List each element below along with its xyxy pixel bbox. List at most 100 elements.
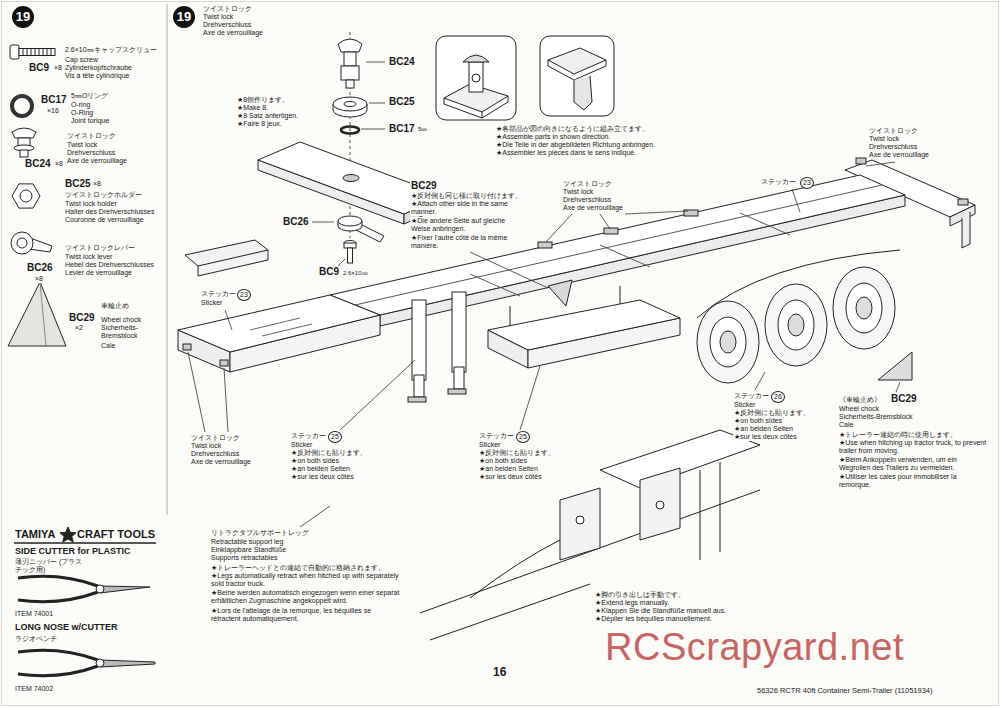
note-text: Twist lock bbox=[868, 135, 900, 143]
tool-illustration bbox=[100, 586, 150, 593]
note-text: ×8 bbox=[92, 180, 102, 188]
leader-line bbox=[546, 214, 572, 242]
part-icon bbox=[10, 45, 19, 59]
note-text: ★an beiden Seiten bbox=[478, 465, 539, 473]
note-text: ×8 bbox=[54, 160, 64, 168]
part-code: TAMIYA bbox=[14, 528, 56, 541]
note-text: ×8 bbox=[53, 64, 63, 72]
note-text: ★反対側にも貼ります。 bbox=[478, 449, 556, 457]
trailer-chassis bbox=[878, 352, 912, 380]
exploded-assembly bbox=[341, 127, 359, 134]
tool-illustration bbox=[96, 585, 104, 593]
tool-illustration bbox=[18, 650, 98, 660]
sticker-number: 25 bbox=[328, 431, 342, 443]
trailer-chassis bbox=[548, 280, 572, 306]
wheel bbox=[720, 331, 736, 353]
trailer-chassis bbox=[178, 158, 975, 402]
part-icon bbox=[40, 282, 46, 346]
exploded-assembly bbox=[312, 62, 385, 266]
note-text: 5㎜Oリング bbox=[70, 92, 109, 100]
exploded-assembly bbox=[344, 243, 356, 248]
note-text: 2.6×10㎜キャップスクリュー bbox=[64, 46, 158, 54]
leader-line bbox=[520, 366, 540, 430]
part-icon bbox=[17, 238, 27, 248]
note-text: ★脚の引き出しは手動です。 bbox=[594, 591, 686, 599]
note-text: ★sur les deux côtés bbox=[478, 473, 543, 481]
note-text: ★反対側も同じ様に取り付けます。 bbox=[410, 192, 523, 200]
note-text: ★トレーラーヘッドとの連結で自動的に格納されます。 bbox=[210, 564, 386, 572]
note-text: ★反対側にも貼ります。 bbox=[290, 449, 368, 457]
note-text: ★on both sides bbox=[290, 457, 340, 465]
detail-inset bbox=[436, 36, 614, 120]
note-text: Drehverschluss bbox=[190, 450, 240, 458]
part-icon bbox=[23, 49, 51, 56]
wheel bbox=[856, 297, 872, 319]
note-text: O-Ring bbox=[70, 109, 94, 117]
exploded-assembly bbox=[185, 240, 268, 276]
trailer-chassis bbox=[408, 397, 426, 402]
part-icon bbox=[8, 45, 66, 346]
sticker-number: 25 bbox=[516, 431, 530, 443]
note-text: Twist lock lever bbox=[64, 253, 113, 261]
part-code: BC29 bbox=[890, 393, 918, 405]
note-text: Wheel chock bbox=[100, 316, 142, 324]
note-text: ★8 Satz anfertigen. bbox=[236, 112, 299, 120]
exploded-assembly bbox=[343, 175, 359, 182]
part-code: CRAFT TOOLS bbox=[76, 528, 156, 541]
note-text: Retractable support leg bbox=[210, 538, 284, 546]
tool-illustration bbox=[14, 527, 156, 676]
trailer-chassis bbox=[454, 367, 464, 389]
part-code: BC24 bbox=[388, 56, 416, 68]
note-text: ★sur les deux côtés bbox=[290, 473, 355, 481]
note-text: Drehverschluss bbox=[868, 143, 918, 151]
leg-mechanism bbox=[656, 501, 664, 509]
note-text: ステッカー bbox=[478, 432, 515, 440]
trailer-chassis bbox=[958, 199, 968, 205]
note-text: Axe de verrouillage bbox=[66, 157, 128, 165]
note-text: ★Déplier les béquilles manuellement. bbox=[594, 615, 713, 623]
part-icon bbox=[19, 49, 55, 56]
note-text: ツイストロック bbox=[66, 132, 117, 140]
sticker-number: 23 bbox=[237, 289, 251, 301]
note-text: ★Utiliser les cales pour immobiliser la … bbox=[838, 473, 990, 489]
part-code: BC17 bbox=[388, 123, 416, 135]
note-text: Vis à tête cylindrique bbox=[64, 72, 130, 80]
part-code: 16 bbox=[492, 666, 507, 680]
part-icon bbox=[20, 150, 28, 157]
exploded-assembly bbox=[338, 39, 362, 52]
leg-mechanism bbox=[560, 488, 600, 560]
leader-line bbox=[188, 162, 900, 527]
part-icon bbox=[11, 232, 33, 254]
note-text: ツイストロックレバー bbox=[64, 244, 136, 252]
note-text: リトラクタブルサポートレッグ bbox=[210, 529, 310, 537]
leader-line bbox=[792, 189, 800, 212]
part-code: BC26 bbox=[26, 262, 54, 274]
note-text: ★トレーラー連結の時に使用します。 bbox=[838, 431, 958, 439]
note-text: ラジオペンチ bbox=[14, 635, 58, 643]
sticker-number: 26 bbox=[771, 391, 785, 403]
note-text: Sticker bbox=[200, 299, 223, 307]
wheel bbox=[846, 283, 882, 333]
note-text: ツイストロックホルダー bbox=[64, 191, 143, 199]
note-text: ★Die andere Seite auf gleiche Weise anbr… bbox=[410, 217, 524, 233]
leader-line bbox=[755, 372, 765, 390]
note-text: Drehverschluss bbox=[202, 21, 252, 29]
trailer-chassis bbox=[488, 300, 680, 350]
trailer-chassis bbox=[452, 292, 466, 372]
note-text: 薄刃ニッパー (プラスチック用) bbox=[14, 558, 86, 574]
note-text: ★反対側にも貼ります。 bbox=[733, 409, 811, 417]
trailer-chassis bbox=[538, 242, 552, 248]
note-text: Twist lock bbox=[202, 13, 234, 21]
detail-inset bbox=[540, 36, 614, 116]
step-number: 19 bbox=[173, 6, 195, 28]
note-text: ★各部品が図の向きになるように組み立てます。 bbox=[495, 125, 650, 133]
leg-mechanism bbox=[470, 540, 560, 598]
note-text: Twist lock bbox=[66, 141, 98, 149]
trailer-chassis bbox=[220, 360, 228, 366]
note-text: ★Legs automatically retract when hitched… bbox=[210, 572, 402, 588]
tool-illustration bbox=[60, 527, 76, 542]
watermark: RCScrapyard.net bbox=[604, 626, 905, 670]
note-text: Couronne de verrouillage bbox=[64, 216, 145, 224]
